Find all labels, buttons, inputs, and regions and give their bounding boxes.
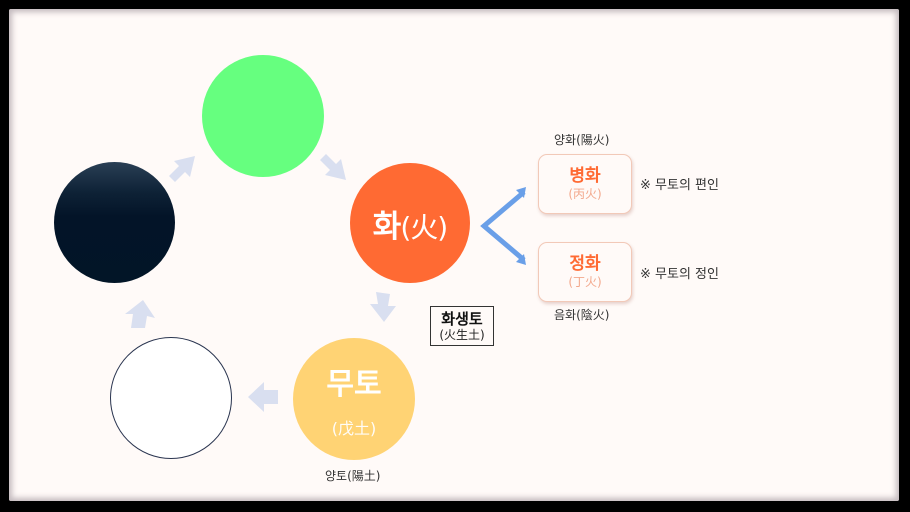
fire-label: 화(火)	[372, 201, 448, 246]
jeonghwa-hanja: (丁火)	[568, 275, 602, 289]
byeonghwa-hanja: (丙火)	[568, 187, 602, 201]
jeonghwa-box: 정화 (丁火)	[538, 242, 632, 302]
water-circle	[54, 162, 175, 283]
arrow-water-to-wood-icon	[169, 156, 195, 182]
fire-hanja: (火)	[400, 210, 448, 244]
branch-arrows-icon	[480, 187, 526, 265]
relation-label: 화생토	[441, 309, 483, 328]
jeonghwa-label: 정화	[569, 254, 601, 274]
fire-circle: 화(火)	[350, 163, 470, 283]
earth-circle: 무토 (戊土)	[293, 338, 415, 460]
arrow-metal-to-water-icon	[125, 300, 155, 328]
arrow-earth-to-metal-icon	[248, 382, 278, 412]
yang-fire-caption: 양화(陽火)	[554, 133, 610, 147]
arrow-wood-to-fire-icon	[320, 154, 346, 180]
jeonghwa-note: ※ 무토의 정인	[640, 267, 719, 282]
wood-circle	[202, 55, 324, 177]
earth-hanja: (戊土)	[331, 419, 377, 438]
relation-hanja: (火生土)	[439, 327, 485, 342]
byeonghwa-box: 병화 (丙火)	[538, 154, 632, 214]
byeonghwa-note: ※ 무토의 편인	[640, 178, 719, 193]
metal-circle	[110, 337, 232, 459]
relation-box: 화생토 (火生土)	[430, 306, 494, 346]
fire-korean: 화	[372, 208, 402, 245]
earth-caption: 양토(陽土)	[325, 469, 381, 483]
earth-korean: 무토	[326, 367, 382, 402]
byeonghwa-label: 병화	[569, 166, 601, 186]
yin-fire-caption: 음화(陰火)	[554, 308, 610, 322]
arrow-fire-to-earth-icon	[370, 292, 396, 322]
